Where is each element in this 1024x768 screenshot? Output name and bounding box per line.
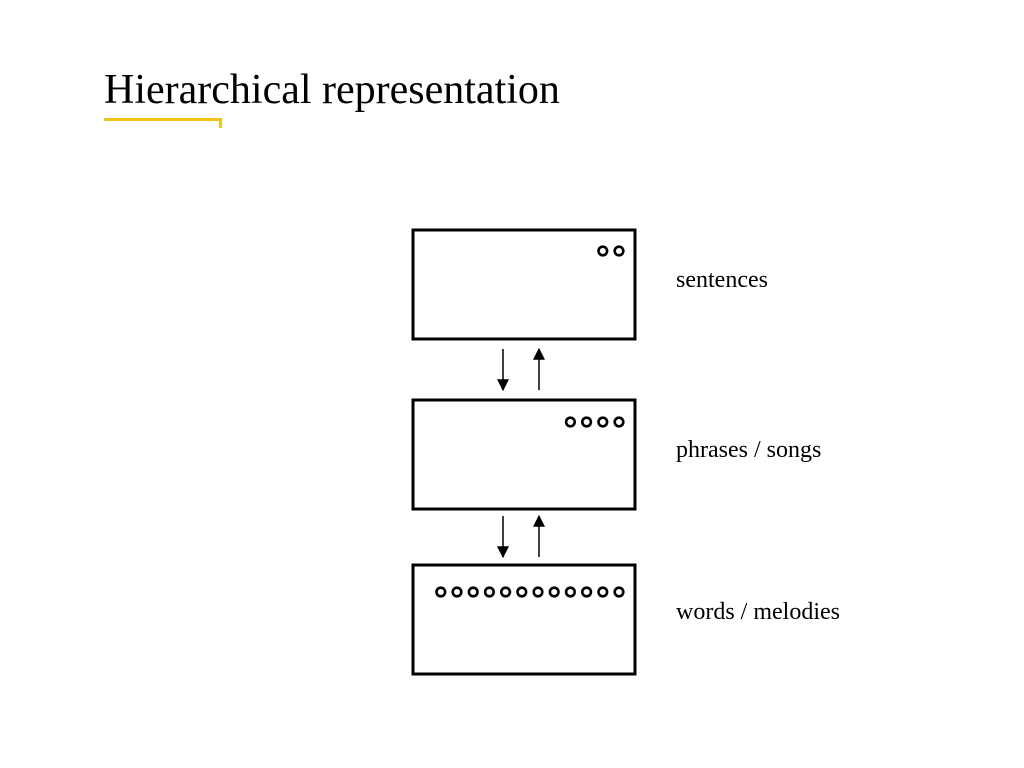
unit-circle: [597, 586, 609, 598]
unit-circle: [516, 586, 528, 598]
unit-circle: [597, 416, 609, 428]
unit-circle: [500, 586, 512, 598]
unit-row-phrases: [564, 416, 625, 428]
level-label-sentences: sentences: [676, 267, 768, 293]
unit-circle: [564, 586, 577, 598]
title-underline: [104, 118, 222, 128]
slide-title: Hierarchical representation: [104, 67, 560, 113]
level-label-phrases: phrases / songs: [676, 437, 822, 463]
level-label-words: words / melodies: [676, 599, 840, 625]
unit-row-words: [435, 586, 625, 598]
unit-circle: [532, 586, 544, 598]
unit-circle: [564, 416, 577, 428]
unit-row-sentences: [597, 245, 625, 257]
unit-circle: [613, 586, 625, 598]
unit-circle: [580, 586, 593, 598]
unit-circle: [548, 586, 560, 598]
unit-circle: [451, 586, 463, 598]
unit-circle: [613, 416, 625, 428]
unit-circle: [613, 245, 625, 257]
unit-circle: [467, 586, 479, 598]
level-box-phrases: [411, 398, 637, 511]
level-box-words: [411, 563, 637, 676]
unit-circle: [597, 245, 609, 257]
unit-circle: [483, 586, 496, 598]
unit-circle: [580, 416, 593, 428]
unit-circle: [435, 586, 447, 598]
